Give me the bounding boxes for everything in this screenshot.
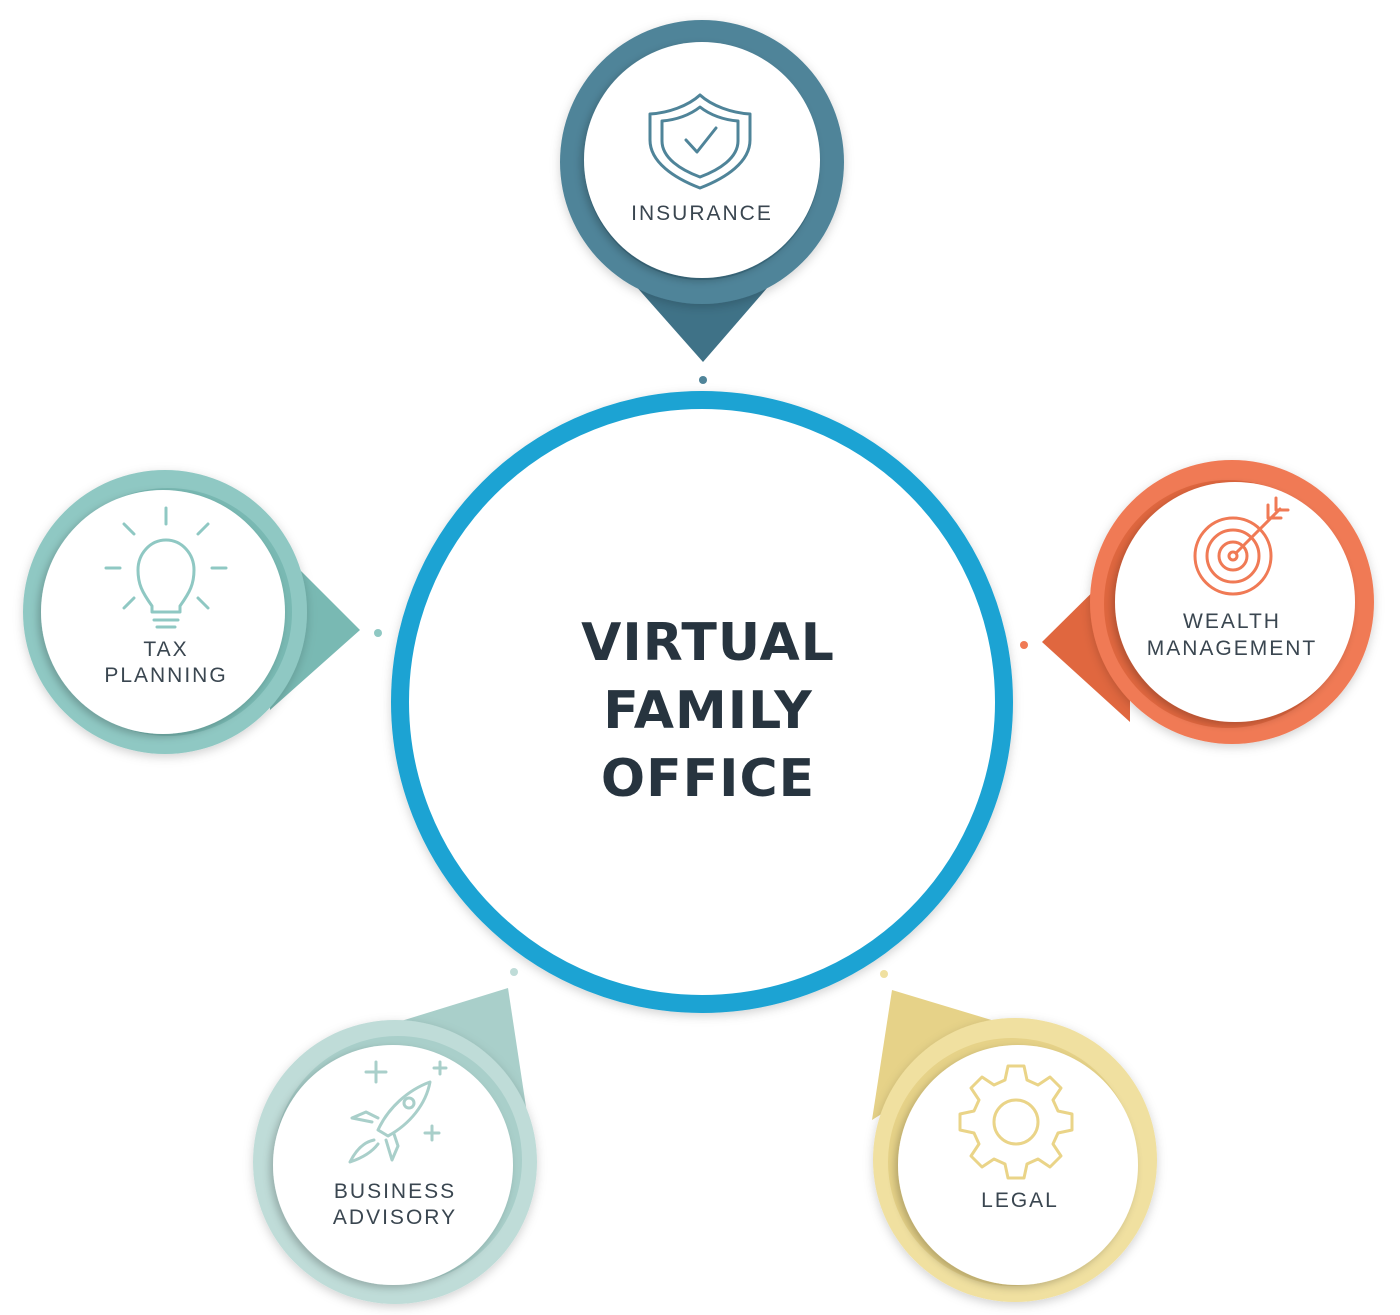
gear-icon	[958, 1064, 1074, 1180]
center-hub: VIRTUAL FAMILY OFFICE	[391, 391, 1013, 1013]
target-arrow-icon	[1193, 496, 1290, 596]
wealth-label-line-2: MANAGEMENT	[1147, 637, 1318, 660]
shield-check-icon	[648, 93, 752, 190]
lightbulb-icon	[104, 506, 228, 629]
business-label-line-2: ADVISORY	[333, 1206, 457, 1229]
business-label-line-1: BUSINESS	[334, 1180, 456, 1203]
tax-label-line-2: PLANNING	[104, 664, 227, 687]
node-wealth-management[interactable]: WEALTH MANAGEMENT	[1042, 460, 1374, 744]
connector-dot-wealth	[1020, 641, 1028, 649]
center-title-line-1: VIRTUAL	[581, 613, 835, 673]
node-legal[interactable]: LEGAL	[872, 990, 1157, 1302]
legal-label: LEGAL	[981, 1189, 1059, 1212]
tax-label-line-1: TAX	[143, 638, 188, 661]
center-title-line-2: FAMILY	[603, 681, 813, 741]
connector-dot-insurance	[699, 376, 707, 384]
node-tax-planning[interactable]: TAX PLANNING	[23, 470, 360, 754]
wealth-label-line-1: WEALTH	[1183, 610, 1281, 633]
connector-dot-tax	[374, 629, 382, 637]
rocket-icon	[348, 1060, 448, 1164]
center-title-line-3: OFFICE	[601, 749, 815, 809]
insurance-label: INSURANCE	[631, 202, 773, 225]
node-business-advisory[interactable]: BUSINESS ADVISORY	[253, 988, 537, 1304]
connector-dot-business	[510, 968, 518, 976]
node-insurance[interactable]: INSURANCE	[560, 20, 844, 362]
connector-dot-legal	[880, 970, 888, 978]
